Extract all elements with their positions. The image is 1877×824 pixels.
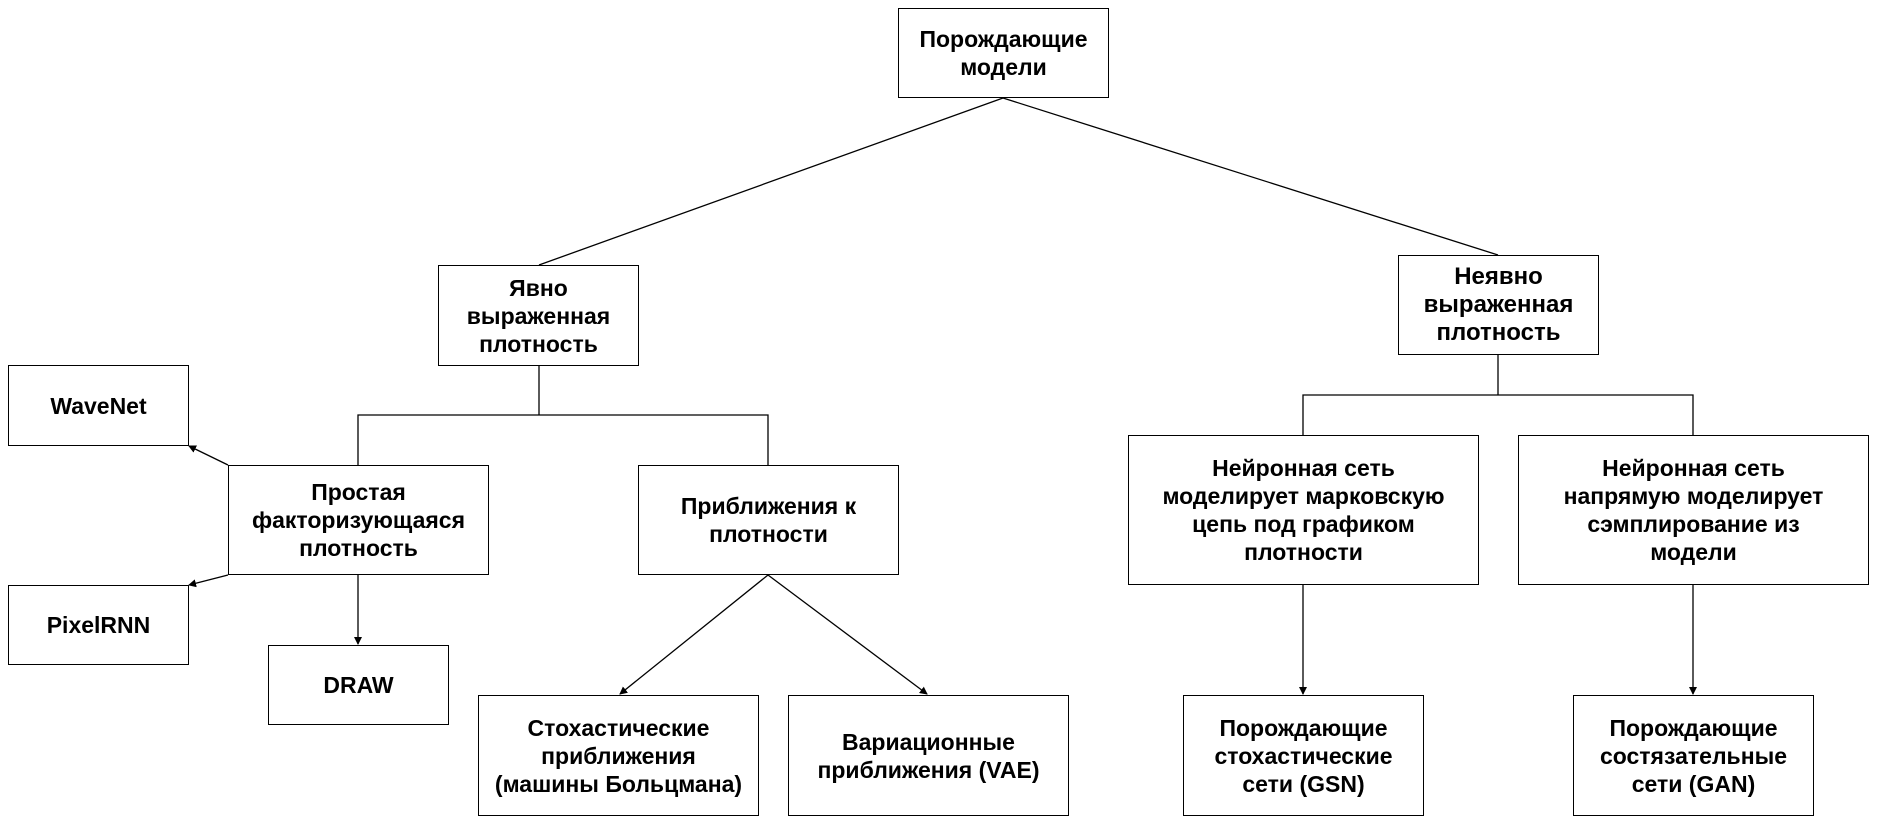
- node-tractable-density: Простая факторизующаяся плотность: [228, 465, 489, 575]
- node-gan: Порождающие состязательные сети (GAN): [1573, 695, 1814, 816]
- node-generative-models: Порождающие модели: [898, 8, 1109, 98]
- node-direct-sampling-network: Нейронная сеть напрямую моделирует сэмпл…: [1518, 435, 1869, 585]
- edge-implicit-children: [1302, 394, 1694, 435]
- edge-root-explicit: [538, 97, 1004, 266]
- node-explicit-density: Явно выраженная плотность: [438, 265, 639, 366]
- node-markov-approximations: Стохастические приближения (машины Больц…: [478, 695, 759, 816]
- edge-approx-markov: [619, 574, 769, 695]
- node-variational-approximations: Вариационные приближения (VAE): [788, 695, 1069, 816]
- node-draw: DRAW: [268, 645, 449, 725]
- edge-approx-variational: [767, 574, 928, 695]
- edge-root-implicit: [1002, 97, 1499, 256]
- node-gsn: Порождающие стохастические сети (GSN): [1183, 695, 1424, 816]
- node-markov-chain-network: Нейронная сеть моделирует марковскую цеп…: [1128, 435, 1479, 585]
- edge-tractable-pixelrnn: [188, 574, 229, 588]
- node-implicit-density: Неявно выраженная плотность: [1398, 255, 1599, 355]
- node-pixelrnn: PixelRNN: [8, 585, 189, 665]
- edge-explicit-children: [357, 414, 769, 465]
- edge-tractable-wavenet: [188, 445, 229, 466]
- node-approximate-density: Приближения к плотности: [638, 465, 899, 575]
- node-wavenet: WaveNet: [8, 365, 189, 446]
